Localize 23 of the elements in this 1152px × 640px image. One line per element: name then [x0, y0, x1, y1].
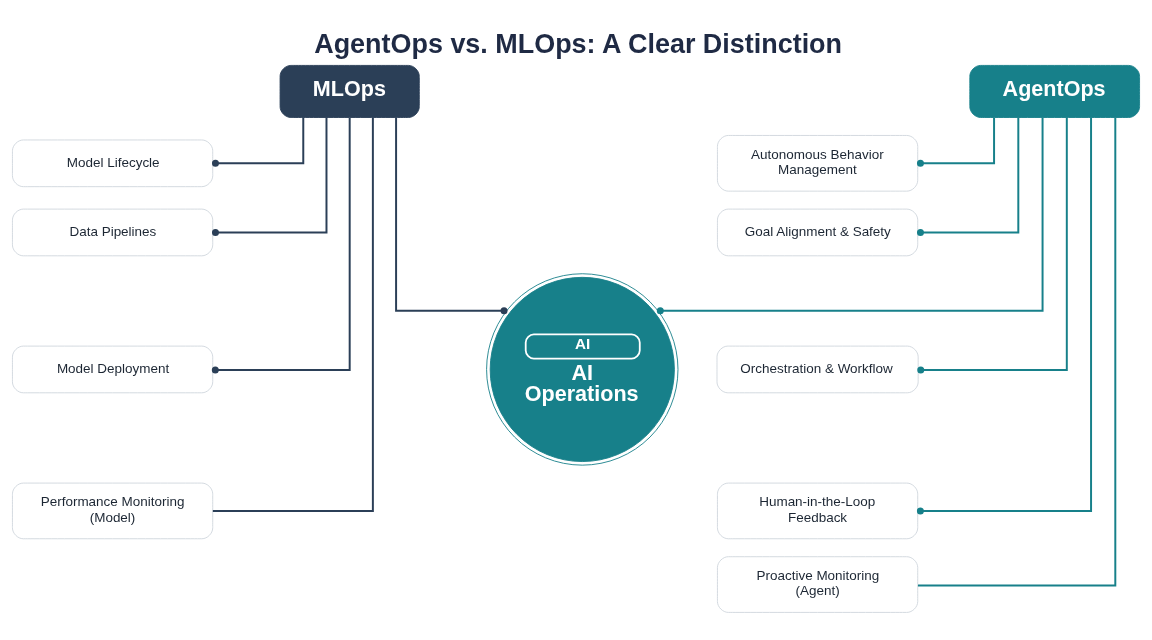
connector [211, 116, 305, 167]
node-box: Performance Monitoring (Model) [12, 482, 214, 539]
node-box: AgentOps [969, 64, 1140, 118]
connector [211, 116, 374, 512]
connector [916, 116, 1093, 514]
node-box: Autonomous Behavior Management [717, 134, 919, 192]
connector [211, 116, 328, 236]
connector [916, 116, 996, 167]
diagram-title: AgentOps vs. MLOps: A Clear Distinction [314, 28, 843, 59]
connector [917, 116, 1068, 373]
node-box: MLOps [279, 64, 420, 118]
node-box: Model Lifecycle [12, 139, 214, 187]
node-box: Proactive Monitoring (Agent) [717, 555, 919, 613]
node-box: Human-in-the-Loop Feedback [717, 482, 919, 539]
connector [917, 116, 1117, 586]
node-box: Goal Alignment & Safety [717, 208, 919, 256]
connector [656, 116, 1044, 314]
connector [395, 116, 508, 314]
node-box: Data Pipelines [12, 208, 214, 256]
node-box: Orchestration & Workflow [716, 345, 919, 393]
connector [211, 116, 351, 373]
connector [916, 116, 1020, 236]
node-box: Model Deployment [12, 345, 214, 393]
